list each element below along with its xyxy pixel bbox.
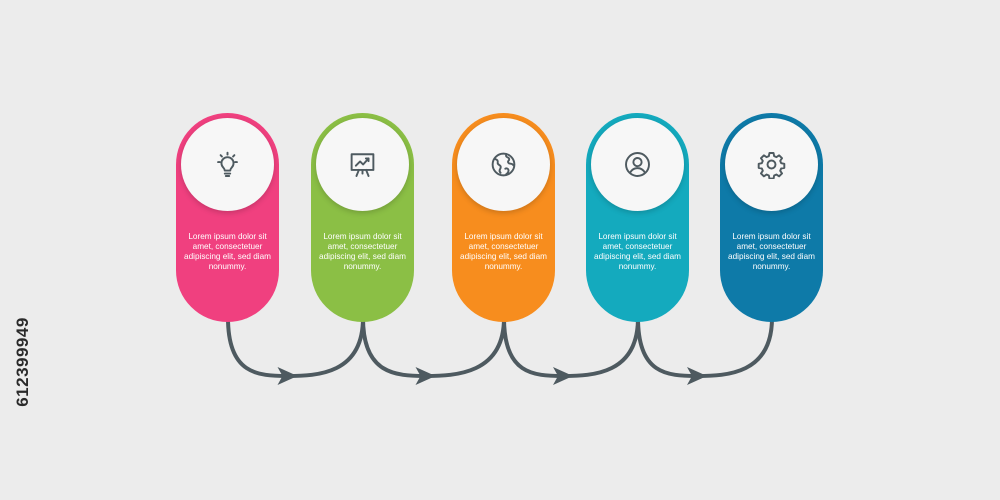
- connector-curve-in: [361, 317, 426, 378]
- icon-circle: [725, 118, 818, 211]
- step-description: Lorem ipsum dolor sit amet, consectetuer…: [728, 232, 815, 271]
- icon-circle: [591, 118, 684, 211]
- icon-circle: [316, 118, 409, 211]
- icon-circle: [457, 118, 550, 211]
- globe-icon: [491, 152, 516, 177]
- connector-curve-out: [287, 317, 365, 378]
- icon-circle: [181, 118, 274, 211]
- gear-icon: [757, 152, 786, 179]
- connector-curve-out: [562, 317, 640, 378]
- connector-curve-out: [425, 317, 506, 378]
- arrowhead: [415, 367, 436, 385]
- arrowhead: [687, 367, 707, 385]
- arrowhead: [277, 367, 298, 385]
- step-4: Lorem ipsum dolor sit amet, consectetuer…: [586, 113, 689, 322]
- step-description: Lorem ipsum dolor sit amet, consectetuer…: [319, 232, 406, 271]
- presentation-chart-icon: [350, 153, 375, 177]
- step-description: Lorem ipsum dolor sit amet, consectetuer…: [460, 232, 547, 271]
- connector-curve-in: [226, 317, 288, 378]
- connector-curve-out: [696, 317, 774, 378]
- stock-id-label: 612399949: [13, 317, 32, 407]
- connector-curve-in: [502, 317, 564, 378]
- step-3: Lorem ipsum dolor sit amet, consectetuer…: [452, 113, 555, 322]
- step-5: Lorem ipsum dolor sit amet, consectetuer…: [720, 113, 823, 322]
- step-1: Lorem ipsum dolor sit amet, consectetuer…: [176, 113, 279, 322]
- connector-curve-in: [636, 317, 698, 378]
- step-description: Lorem ipsum dolor sit amet, consectetuer…: [594, 232, 681, 271]
- step-description: Lorem ipsum dolor sit amet, consectetuer…: [184, 232, 271, 271]
- lightbulb-icon: [217, 151, 238, 177]
- user-icon: [625, 152, 650, 177]
- arrowhead: [553, 367, 573, 385]
- step-2: Lorem ipsum dolor sit amet, consectetuer…: [311, 113, 414, 322]
